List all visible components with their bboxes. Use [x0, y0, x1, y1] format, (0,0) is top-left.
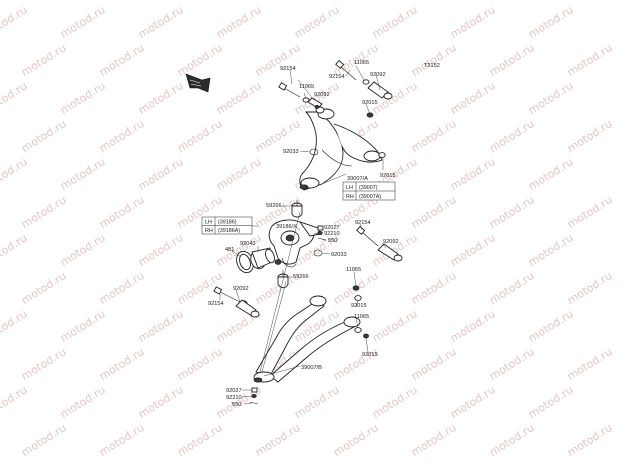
hub-bearing-parts	[236, 247, 282, 274]
label-92015-b: 92015	[380, 173, 396, 179]
ball-joint-lower	[277, 270, 289, 289]
label-92210-b: 92210	[226, 395, 242, 401]
label-92033-b: 92033	[331, 252, 347, 258]
circlip-92033-lower	[313, 249, 323, 257]
label-11065-c: 11065	[346, 267, 361, 273]
label-550-b: 550	[232, 402, 241, 408]
label-92092-b: 92092	[370, 72, 386, 78]
part-labels: 11065 92154 92154 11065 92092 92092 9201…	[208, 60, 399, 408]
lower-rear-pivot-parts	[352, 225, 403, 339]
label-11065-b: 11065	[354, 60, 369, 66]
label-92092-a: 92092	[314, 92, 330, 98]
label-92154-c: 92154	[355, 220, 371, 226]
label-92154-d: 92154	[208, 301, 224, 307]
label-92015-d: 92015	[362, 352, 378, 358]
label-59266-b: 59266	[293, 274, 309, 280]
label-11065-a: 11065	[299, 84, 314, 90]
leader-lines	[219, 65, 387, 405]
table-knuckle-row2-part: (39186A)	[218, 228, 240, 234]
label-92092-d: 92092	[233, 286, 249, 292]
label-92154-b: 92154	[329, 74, 345, 80]
label-92015-c: 92015	[351, 303, 367, 309]
label-59266-a: 59266	[266, 203, 282, 209]
label-481: 481	[225, 247, 234, 253]
label-92027-a: 92027	[324, 225, 340, 231]
front-arrow-icon	[185, 73, 211, 93]
table-knuckle-row1-side: LH	[205, 220, 212, 226]
table-knuckle-row1-part: (39186)	[218, 220, 237, 226]
label-92033-a: 92033	[283, 149, 299, 155]
label-39007b: 39007/B	[301, 365, 322, 371]
upper-a-arm-39007a	[299, 108, 383, 191]
label-550-a: 550	[328, 238, 337, 244]
table-upper-row1-side: LH	[346, 185, 353, 191]
label-92015-a: 92015	[362, 100, 378, 106]
upper-rear-pivot-parts	[335, 59, 393, 158]
label-39186x: 39186/X	[276, 224, 297, 230]
ball-joint-upper	[291, 200, 303, 218]
label-92043: 92043	[240, 241, 256, 247]
label-92027-b: 92027	[226, 388, 242, 394]
label-39007a: 39007/A	[347, 176, 368, 182]
label-11065-d: 11065	[354, 314, 369, 320]
label-92210-a: 92210	[324, 231, 340, 237]
table-upper-row2-side: RH	[346, 194, 354, 200]
table-knuckle-variants: LH (39186) RH (39186A)	[201, 216, 258, 235]
table-upper-arm-variants: LH (39007) RH (39007A)	[342, 181, 396, 201]
label-92154-a: 92154	[280, 66, 296, 72]
table-knuckle-row2-side: RH	[205, 228, 213, 234]
upper-front-pivot-parts	[278, 82, 325, 114]
table-upper-row1-part: (39007)	[359, 185, 378, 191]
label-92092-c: 92092	[383, 239, 399, 245]
diagram-code: T2152	[424, 63, 440, 69]
table-upper-row2-part: (39007A)	[359, 194, 381, 200]
